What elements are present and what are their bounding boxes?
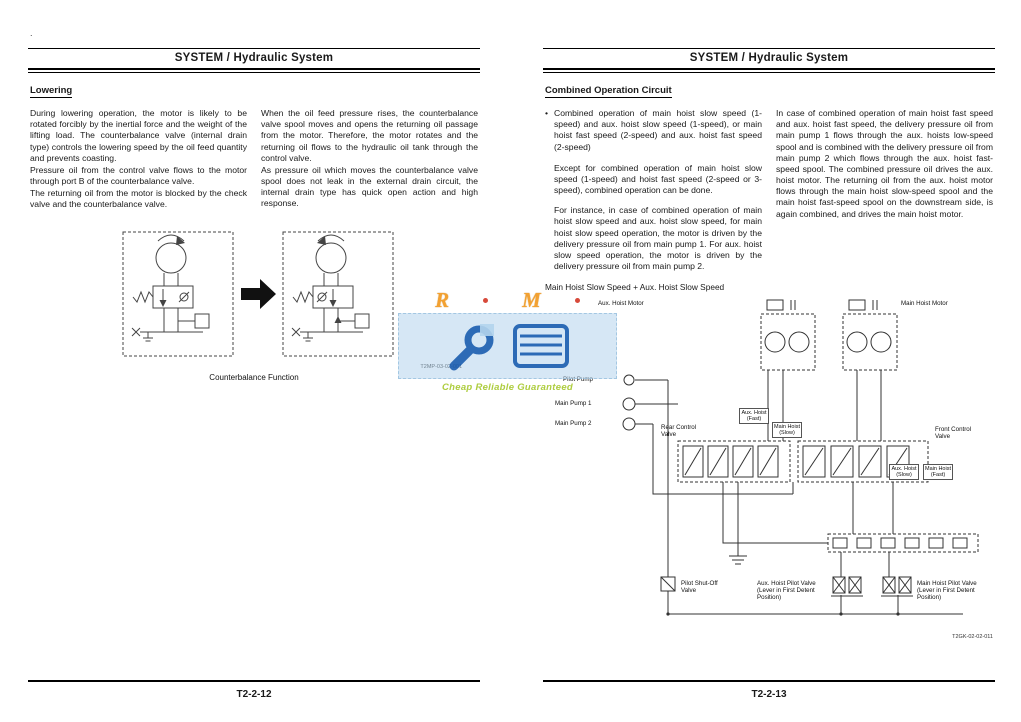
stray-mark: . (30, 28, 33, 38)
label-main-pump-1: Main Pump 1 (555, 400, 592, 408)
left-page-columns: During lowering operation, the motor is … (28, 108, 480, 212)
paragraph: Combined operation of main hoist slow sp… (554, 108, 762, 152)
diagram-title: Main Hoist Slow Speed + Aux. Hoist Slow … (545, 282, 725, 293)
bullet-paragraph: • Combined operation of main hoist slow … (545, 108, 762, 154)
section-title-lowering: Lowering (30, 85, 73, 98)
right-page-columns: • Combined operation of main hoist slow … (543, 108, 995, 273)
paragraph: Pressure oil from the control valve flow… (30, 164, 247, 187)
label-aux-hoist-motor: Aux. Hoist Motor (598, 300, 644, 308)
watermark-dot (483, 297, 489, 303)
left-header-title: SYSTEM / Hydraulic System (174, 52, 334, 64)
page-right: SYSTEM / Hydraulic System Combined Opera… (543, 48, 995, 700)
left-page-footer: T2-2-12 (28, 680, 480, 700)
right-page-footer: T2-2-13 (543, 680, 995, 700)
paragraph: The returning oil from the motor is bloc… (30, 188, 247, 210)
paragraph: In case of combined operation of main ho… (776, 108, 993, 219)
header-rule-thin (28, 72, 480, 73)
label-rear-control-valve: Rear Control Valve (661, 424, 697, 439)
page-left: SYSTEM / Hydraulic System Lowering Durin… (28, 48, 480, 700)
right-header-title: SYSTEM / Hydraulic System (689, 52, 849, 64)
label-pilot-shutoff-valve: Pilot Shut-Off Valve (681, 580, 718, 595)
right-page-header: SYSTEM / Hydraulic System (543, 48, 995, 73)
left-col-2: When the oil feed pressure rises, the co… (261, 108, 478, 212)
label-aux-hoist-pilot-valve: Aux. Hoist Pilot Valve (Lever in First D… (757, 580, 816, 602)
label-pilot-pump: Pilot Pump (563, 376, 593, 384)
paragraph: Except for combined operation of main ho… (554, 162, 762, 196)
callout-main-hoist-slow: Main Hoist (Slow) (772, 422, 802, 439)
left-col-1: During lowering operation, the motor is … (30, 108, 247, 212)
right-col-1: • Combined operation of main hoist slow … (545, 108, 762, 273)
callout-main-hoist-fast: Main Hoist (Fast) (923, 464, 953, 481)
hydraulic-circuit-svg (622, 299, 979, 616)
counterbalance-figure: T2MP-03-02-001 Counterbalance Function (28, 228, 480, 382)
section-title-combined-operation: Combined Operation Circuit (545, 85, 672, 98)
figure-code: T2MP-03-02-001 (420, 363, 462, 370)
header-rule-thick (28, 68, 480, 70)
diagram-code: T2GK-02-02-011 (952, 634, 993, 641)
combined-operation-diagram: Aux. Hoist Motor Main Hoist Motor Pilot … (543, 294, 995, 646)
right-col-2: In case of combined operation of main ho… (776, 108, 993, 273)
label-main-pump-2: Main Pump 2 (555, 420, 592, 428)
counterbalance-diagram (122, 231, 394, 357)
callout-aux-hoist-slow: Aux. Hoist (Slow) (889, 464, 919, 481)
header-rule-thick (543, 68, 995, 70)
label-main-hoist-motor: Main Hoist Motor (901, 300, 948, 308)
paragraph: As pressure oil which moves the counterb… (261, 164, 478, 209)
left-page-header: SYSTEM / Hydraulic System (28, 48, 480, 73)
page-number: T2-2-12 (236, 689, 272, 700)
page-number: T2-2-13 (751, 689, 787, 700)
watermark-letter-m: M (522, 287, 541, 312)
callout-aux-hoist-fast: Aux. Hoist (Fast) (739, 408, 769, 425)
label-main-hoist-pilot-valve: Main Hoist Pilot Valve (Lever in First D… (917, 580, 977, 602)
bullet-marker: • (545, 108, 549, 118)
header-rule-thin (543, 72, 995, 73)
paragraph: When the oil feed pressure rises, the co… (261, 108, 478, 163)
paragraph: For instance, in case of combined operat… (554, 205, 762, 272)
figure-caption: Counterbalance Function (209, 372, 299, 382)
paragraph: During lowering operation, the motor is … (30, 108, 247, 163)
label-front-control-valve: Front Control Valve (935, 426, 972, 441)
